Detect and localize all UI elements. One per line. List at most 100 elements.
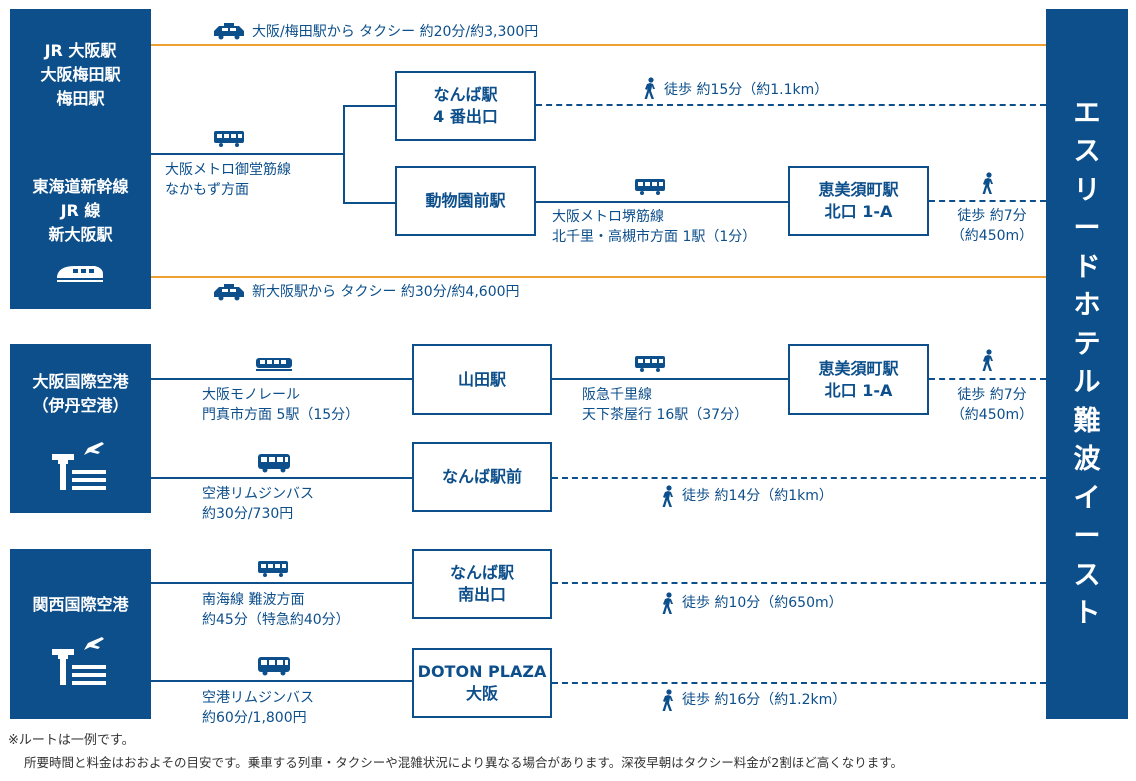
hotel-name-char: ト [1073,598,1101,629]
bus-icon [256,452,292,474]
train-icon [256,558,290,578]
taxi-icon [212,283,246,301]
footnote-time-fare: 所要時間と料金はおおよその目安です。乗車する列車・タクシーや混雑状況により異なる… [24,755,903,770]
walk-route-line [929,200,1046,202]
hotel-name-char: ス [1073,559,1101,591]
airport-icon [50,633,110,689]
station-yamada: 山田駅 [412,344,552,415]
route-line [151,477,412,479]
station-exit: 南出口 [457,585,506,604]
station-ebisucho-north: 恵美須町駅 北口 1-A [788,344,929,415]
hotel-name-char: リ [1073,174,1101,206]
route-line [536,201,788,203]
route-label-monorail: 大阪モノレール 門真市方面 5駅（15分） [202,385,359,425]
station-exit: 北口 1-A [824,380,893,400]
hotel-name-char: ル [1073,367,1101,398]
walk-icon [980,349,996,373]
station-namba-exit4: なんば駅 4 番出口 [395,71,536,141]
walk-label: 徒歩 約7分 （約450m） [944,206,1040,246]
route-line [343,105,395,107]
walk-label-line: 徒歩 約7分 [957,387,1027,403]
hotel-name-char: ー [1073,521,1101,552]
walk-route-line [552,477,1046,479]
bus-icon [256,655,292,677]
station-ebisucho-north: 恵美須町駅 北口 1-A [788,166,929,236]
airport-icon [50,438,110,494]
origin-kansai-line: 関西国際空港 [32,595,129,614]
hotel-name-char: テ [1073,328,1101,360]
origin-shinosaka-line: 東海道新幹線 [32,177,129,196]
route-label-line: 空港リムジンバス [202,486,314,502]
taxi-route-label-shinosaka: 新大阪駅から タクシー 約30分/約4,600円 [252,284,520,300]
walk-label: 徒歩 約14分（約1km） [682,488,833,504]
walk-route-line [552,682,1046,684]
walk-label-line: 徒歩 約7分 [957,208,1027,224]
hotel-name-char: ー [1073,213,1101,244]
footnote-route-example: ※ルートは一例です。 [8,733,135,748]
origin-itami-line: 大阪国際空港 [32,372,129,391]
station-name: 恵美須町駅 [818,358,899,378]
walk-label-line: （約450m） [950,228,1034,244]
walk-label-line: （約450m） [950,407,1034,423]
route-label-line: 約30分/730円 [202,506,294,522]
station-name: 動物園前駅 [425,191,506,210]
taxi-route-line-shinosaka [151,276,1046,278]
route-label-bus-itami: 空港リムジンバス 約30分/730円 [202,484,314,524]
route-label-line: 約60分/1,800円 [202,710,307,726]
hotel-name-char: 波 [1073,444,1101,475]
origin-itami-block: 大阪国際空港 （伊丹空港） [10,344,151,513]
route-line [151,153,344,155]
hotel-name-char: ス [1073,136,1101,167]
monorail-icon [254,353,294,373]
route-line [552,378,788,380]
station-dobutsuen-mae: 動物園前駅 [395,166,536,236]
hotel-name-char: ホ [1073,290,1101,321]
walk-route-line [552,582,1046,584]
station-name: なんば駅 [433,85,498,104]
taxi-route-line-umeda [151,44,1046,46]
walk-icon [660,485,676,509]
hotel-name-char: イ [1073,482,1101,514]
station-name: 恵美須町駅 [818,180,899,199]
origin-shinosaka-line: 新大阪駅 [48,225,113,244]
walk-label: 徒歩 約7分 （約450m） [944,385,1040,425]
station-doton-plaza: DOTON PLAZA 大阪 [412,648,552,718]
route-label-line: 門真市方面 5駅（15分） [202,407,360,423]
walk-route-line [536,104,1046,106]
train-icon [633,176,667,196]
walk-icon [660,689,676,713]
hotel-name-char: ド [1073,251,1101,283]
walk-label: 徒歩 約16分（約1.2km） [682,692,847,708]
taxi-icon [212,22,246,40]
walk-icon [660,592,676,616]
route-label-senri: 阪急千里線 天下茶屋行 16駅（37分） [582,385,748,425]
walk-label: 徒歩 約15分（約1.1km） [664,82,829,98]
route-label-line: 大阪メトロ堺筋線 [552,209,664,225]
route-label-nankai: 南海線 難波方面 約45分（特急約40分） [202,590,350,630]
origin-kansai-block: 関西国際空港 [10,549,151,719]
route-label-line: 空港リムジンバス [202,690,314,706]
station-name: なんば駅 [449,563,514,582]
origin-osaka-shinosaka-block: JR 大阪駅 大阪梅田駅 梅田駅 東海道新幹線 JR 線 新大阪駅 [10,9,151,309]
walk-icon [642,77,658,101]
station-name: 山田駅 [457,369,506,389]
origin-itami-line: （伊丹空港） [32,396,129,415]
hotel-name-char: 難 [1073,405,1101,437]
station-exit: 4 番出口 [433,107,498,126]
route-line [343,202,395,204]
route-line [151,378,412,380]
hotel-name-bar: エスリードホテル難波イースト [1046,9,1128,719]
route-label-line: 大阪メトロ御堂筋線 [165,162,291,178]
route-branch-line [343,105,345,203]
walk-icon [980,172,996,196]
route-label-line: なかもず方面 [165,182,249,198]
origin-osaka-line: JR 大阪駅 [44,41,117,60]
route-label-line: 約45分（特急約40分） [202,612,350,628]
walk-route-line [929,378,1046,380]
origin-shinosaka-line: JR 線 [60,201,101,220]
origin-osaka-line: 梅田駅 [56,89,105,108]
station-name-sub: 大阪 [465,684,498,703]
route-label-line: 北千里・高槻市方面 1駅（1分） [552,229,757,245]
station-exit: 北口 1-A [824,202,893,221]
station-name: なんば駅前 [441,467,522,486]
